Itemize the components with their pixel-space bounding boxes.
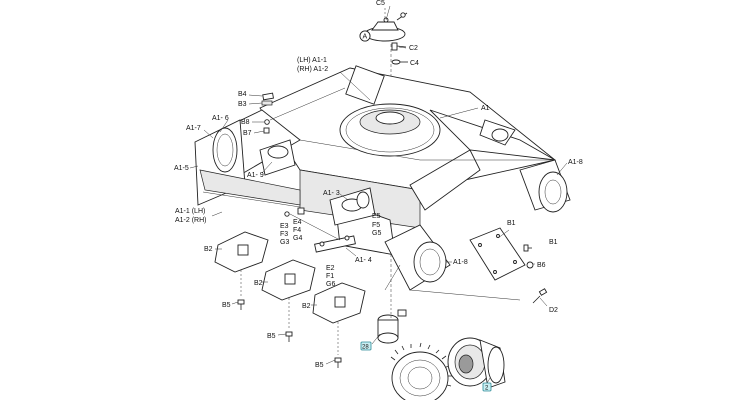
bracket-b2-middle (261, 259, 316, 330)
label-c4: C4 (410, 60, 419, 67)
label-f1: F1 (326, 273, 334, 280)
label-a1-5: A1-5 (174, 165, 189, 172)
bolt-d2 (532, 288, 548, 304)
sprocket (390, 342, 452, 400)
label-e3: E3 (280, 223, 289, 230)
label-a1-4: A1- 4 (355, 257, 372, 264)
callout-motor[interactable]: 28 (360, 341, 372, 351)
label-g5: G5 (372, 230, 381, 237)
label-a1-3: A1- 3 (323, 190, 340, 197)
label-f4: F4 (293, 227, 301, 234)
label-e2: E2 (326, 265, 335, 272)
label-a1-9: A1- 9 (247, 172, 264, 179)
label-b8: B8 (241, 119, 250, 126)
label-a1-7: A1-7 (186, 125, 201, 132)
callout-a: A (359, 30, 371, 42)
label-b1-bottom: B1 (549, 239, 558, 246)
travel-motor-part (377, 300, 407, 344)
label-b2-a: B2 (204, 246, 213, 253)
small-hardware-b (261, 92, 274, 134)
label-b6: B6 (537, 262, 546, 269)
label-e4: E4 (293, 219, 302, 226)
label-b5-a: B5 (222, 302, 231, 309)
label-a1-1-lh: A1-1 (LH) (175, 208, 205, 215)
left-side-frame (194, 119, 376, 226)
cover-plate-b1 (469, 227, 534, 281)
label-b3: B3 (238, 101, 247, 108)
bracket-b2-upper (214, 231, 269, 298)
label-b4: B4 (238, 91, 247, 98)
label-b2-b: B2 (254, 280, 263, 287)
label-c2: C2 (409, 45, 418, 52)
label-a1-2-rh: A1-2 (RH) (175, 217, 207, 224)
label-a1-6: A1- 6 (212, 115, 229, 122)
label-lh-a1-1: (LH) A1-1 (297, 57, 327, 64)
label-f3: F3 (280, 231, 288, 238)
label-callout-drive: 2 (485, 386, 489, 392)
label-a-circle: A (363, 34, 368, 41)
label-g3: G3 (280, 239, 289, 246)
label-e5: E5 (372, 213, 381, 220)
right-track-end (479, 119, 571, 213)
label-b7: B7 (243, 130, 252, 137)
lower-track-frame (384, 224, 451, 291)
swing-bearing (339, 65, 441, 157)
label-d2: D2 (549, 307, 558, 314)
efg-hardware (284, 207, 356, 253)
label-c5: C5 (376, 0, 385, 7)
label-g4: G4 (293, 235, 302, 242)
final-drive (447, 337, 506, 389)
label-callout-motor: 28 (362, 345, 369, 351)
callout-drive[interactable]: 2 (482, 382, 492, 392)
label-a1-8-right: A1-8 (568, 159, 583, 166)
label-b2-c: B2 (302, 303, 311, 310)
label-a1: A1 (481, 105, 490, 112)
label-a1-8-lower: A1-8 (453, 259, 468, 266)
label-b5-b: B5 (267, 333, 276, 340)
part-labels: C5 A C2 C4 (LH) A1-1 (RH) A1-2 A1 B4 B3 … (174, 0, 583, 392)
leader-lines (189, 5, 568, 386)
label-g6: G6 (326, 281, 335, 288)
bracket-b2-lower (312, 282, 366, 355)
label-rh-a1-2: (RH) A1-2 (297, 66, 328, 73)
label-b5-c: B5 (315, 362, 324, 369)
label-b1-top: B1 (507, 220, 516, 227)
label-f5: F5 (372, 222, 380, 229)
